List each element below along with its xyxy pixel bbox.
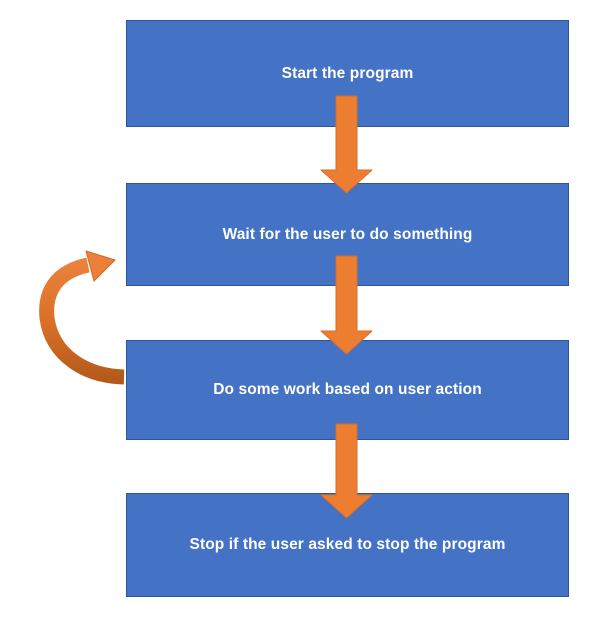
flow-step-start: Start the program: [126, 20, 569, 127]
loop-back-arrow-icon: [39, 250, 125, 385]
flow-step-wait: Wait for the user to do something: [126, 183, 569, 286]
flow-step-wait-label: Wait for the user to do something: [222, 225, 473, 243]
flow-step-work: Do some work based on user action: [126, 340, 569, 440]
flow-step-start-label: Start the program: [281, 64, 414, 82]
flow-step-stop: Stop if the user asked to stop the progr…: [126, 493, 569, 597]
flow-step-work-label: Do some work based on user action: [213, 381, 482, 398]
flow-step-stop-label: Stop if the user asked to stop the progr…: [189, 536, 506, 553]
